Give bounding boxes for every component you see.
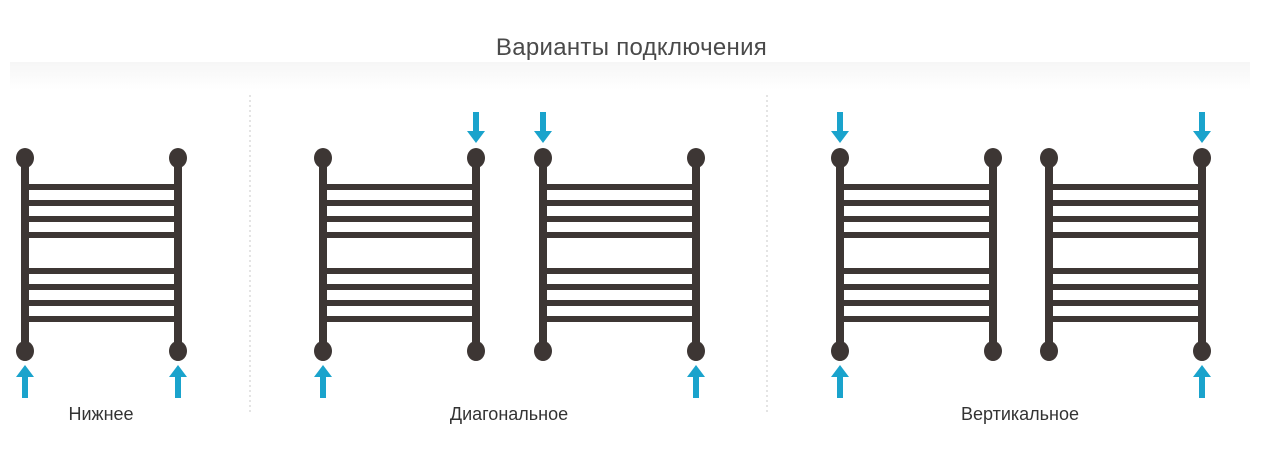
radiator-bar — [543, 200, 696, 206]
radiator-rail — [1045, 150, 1053, 360]
rail-cap — [1193, 341, 1211, 361]
towel-radiator — [831, 112, 1002, 398]
rail-cap — [687, 341, 705, 361]
radiator-bar — [543, 284, 696, 290]
radiator-bar — [323, 232, 476, 238]
title-band — [10, 62, 1250, 90]
rail-cap — [1040, 341, 1058, 361]
radiator-bar — [25, 200, 178, 206]
radiator-bar — [25, 232, 178, 238]
towel-radiator — [314, 112, 485, 398]
radiator-bar — [25, 316, 178, 322]
radiator-rail — [836, 150, 844, 360]
towel-radiator — [16, 148, 187, 398]
radiator-bar — [543, 232, 696, 238]
radiator-bar — [323, 184, 476, 190]
radiator-bar — [323, 216, 476, 222]
rail-cap — [16, 148, 34, 168]
inlet-arrow-down-icon — [467, 112, 485, 143]
rail-cap — [467, 341, 485, 361]
group-label-diagonal: Диагональное — [449, 404, 569, 424]
radiator-bar — [543, 268, 696, 274]
radiator-bar — [1049, 200, 1202, 206]
group-label-vertical: Вертикальное — [960, 404, 1080, 424]
radiator-bar — [840, 316, 993, 322]
rail-cap — [467, 148, 485, 168]
radiator-rail — [1198, 150, 1206, 360]
radiator-bar — [840, 300, 993, 306]
radiator-bar — [25, 216, 178, 222]
rail-cap — [169, 148, 187, 168]
radiator-rail — [692, 150, 700, 360]
radiator-bar — [543, 300, 696, 306]
rail-cap — [1193, 148, 1211, 168]
radiator-bar — [323, 200, 476, 206]
radiator-rail — [174, 150, 182, 360]
radiator-rail — [319, 150, 327, 360]
radiator-bar — [543, 184, 696, 190]
radiator-bar — [1049, 316, 1202, 322]
radiator-bar — [323, 300, 476, 306]
inlet-arrow-up-icon — [169, 365, 187, 398]
radiator-rail — [21, 150, 29, 360]
radiator-bar — [840, 284, 993, 290]
rail-cap — [16, 341, 34, 361]
radiator-bar — [323, 284, 476, 290]
radiator-rail — [472, 150, 480, 360]
radiator-bar — [840, 216, 993, 222]
rail-cap — [169, 341, 187, 361]
rail-cap — [314, 148, 332, 168]
radiator-bar — [1049, 216, 1202, 222]
towel-radiator — [1040, 112, 1211, 398]
radiator-bar — [1049, 184, 1202, 190]
radiator-bar — [1049, 284, 1202, 290]
radiator-rail — [539, 150, 547, 360]
rail-cap — [831, 341, 849, 361]
rail-cap — [984, 341, 1002, 361]
radiator-rail — [989, 150, 997, 360]
inlet-arrow-up-icon — [16, 365, 34, 398]
rail-cap — [687, 148, 705, 168]
inlet-arrow-down-icon — [831, 112, 849, 143]
radiator-bar — [543, 216, 696, 222]
page-title: Варианты подключения — [495, 34, 768, 61]
inlet-arrow-up-icon — [687, 365, 705, 398]
inlet-arrow-down-icon — [1193, 112, 1211, 143]
radiator-bar — [25, 184, 178, 190]
rail-cap — [314, 341, 332, 361]
radiator-bar — [323, 268, 476, 274]
radiator-bar — [1049, 300, 1202, 306]
rail-cap — [1040, 148, 1058, 168]
inlet-arrow-up-icon — [314, 365, 332, 398]
towel-radiator — [534, 112, 705, 398]
inlet-arrow-down-icon — [534, 112, 552, 143]
radiator-bar — [543, 316, 696, 322]
radiator-bar — [25, 284, 178, 290]
radiator-bar — [840, 200, 993, 206]
radiator-bar — [25, 300, 178, 306]
rail-cap — [831, 148, 849, 168]
radiator-bar — [840, 268, 993, 274]
inlet-arrow-up-icon — [831, 365, 849, 398]
radiator-bar — [323, 316, 476, 322]
radiator-bar — [25, 268, 178, 274]
rail-cap — [984, 148, 1002, 168]
rail-cap — [534, 148, 552, 168]
group-label-bottom: Нижнее — [68, 404, 134, 424]
radiator-bar — [840, 184, 993, 190]
inlet-arrow-up-icon — [1193, 365, 1211, 398]
radiator-bar — [840, 232, 993, 238]
rail-cap — [534, 341, 552, 361]
radiator-bar — [1049, 268, 1202, 274]
radiator-bar — [1049, 232, 1202, 238]
